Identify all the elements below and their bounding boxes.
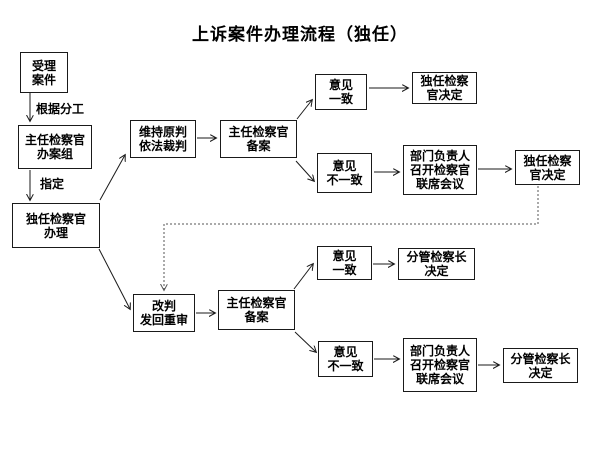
node-solo-decide-right: 独任检察 官决定 — [515, 150, 580, 185]
node-chief-record-lower: 主任检察官 备案 — [218, 290, 295, 330]
arrow-record1-to-agree1 — [296, 100, 312, 120]
arrow-record2-to-disagree2 — [294, 331, 316, 352]
node-solo-decide-upper: 独任检察 官决定 — [412, 72, 477, 104]
node-opinion-agree-lower: 意见 一致 — [317, 246, 372, 280]
node-deputy-decide-lower: 分管检察长 决定 — [503, 348, 578, 383]
edge-label-assign: 根据分工 — [36, 102, 85, 116]
node-revise-remand: 改判 发回重审 — [133, 294, 195, 332]
node-accept-case: 受理 案件 — [20, 52, 68, 93]
node-chief-prosecutor-group: 主任检察官 办案组 — [18, 125, 92, 169]
diagram-title: 上诉案件办理流程（独任） — [192, 25, 408, 44]
arrow-record2-to-agree2 — [293, 264, 313, 290]
edge-label-designate: 指定 — [40, 177, 65, 191]
node-joint-meeting-upper: 部门负责人 召开检察官 联席会议 — [403, 145, 477, 195]
node-opinion-disagree-upper: 意见 不一致 — [317, 153, 372, 193]
node-opinion-disagree-lower: 意见 不一致 — [318, 341, 373, 377]
arrow-solo-to-uphold — [99, 155, 125, 201]
node-opinion-agree-upper: 意见 一致 — [315, 74, 367, 110]
node-uphold-ruling: 维持原判 依法裁判 — [130, 120, 196, 158]
node-deputy-decide-upper: 分管检察长 决定 — [398, 248, 475, 280]
arrow-record1-to-disagree1 — [295, 160, 314, 181]
node-solo-prosecutor-handle: 独任检察官 办理 — [12, 203, 100, 248]
node-joint-meeting-lower: 部门负责人 召开检察官 联席会议 — [403, 338, 477, 392]
dashed-feedback-solodecide2-to-revise — [164, 186, 539, 290]
arrow-solo-to-revise — [98, 248, 130, 309]
node-chief-record-upper: 主任检察官 备案 — [220, 120, 297, 158]
